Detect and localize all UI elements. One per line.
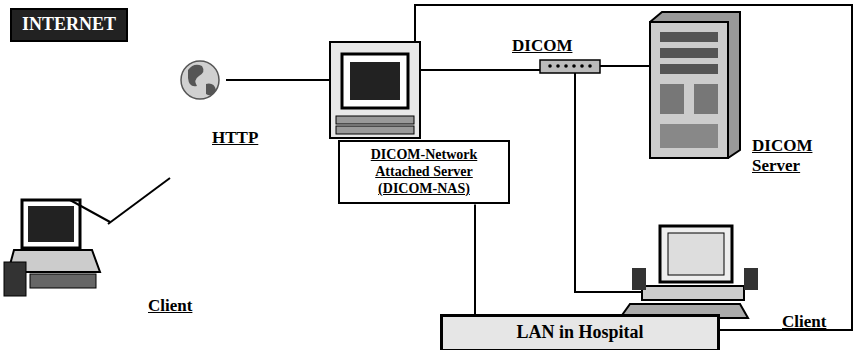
nas-box: DICOM-Network Attached Server (DICOM-NAS…	[338, 140, 510, 204]
client-pc-icon	[620, 226, 758, 318]
internet-wire	[226, 79, 330, 81]
box-text: LAN in Hospital	[451, 322, 709, 344]
client-label: Client	[148, 296, 192, 316]
server-tower-icon	[650, 12, 740, 158]
internet-box: INTERNET	[10, 8, 128, 42]
box-text: DICOM-Network Attached Server (DICOM-NAS…	[346, 147, 502, 197]
client-label: Client	[782, 312, 826, 332]
dicom-wire	[420, 69, 540, 71]
globe-icon	[181, 61, 219, 99]
hub-icon	[540, 60, 600, 73]
lan-box: LAN in Hospital	[440, 314, 720, 350]
box-text: INTERNET	[22, 14, 116, 36]
laptop-icon	[4, 200, 110, 296]
protocol-label: HTTP	[212, 128, 258, 148]
http-wire	[108, 178, 170, 224]
server-wire	[600, 65, 650, 67]
lan-link	[474, 204, 476, 314]
client-wire	[575, 73, 642, 292]
server-label: DICOM Server	[752, 136, 832, 175]
nas-computer-icon	[330, 42, 420, 138]
protocol-label: DICOM	[512, 36, 572, 56]
